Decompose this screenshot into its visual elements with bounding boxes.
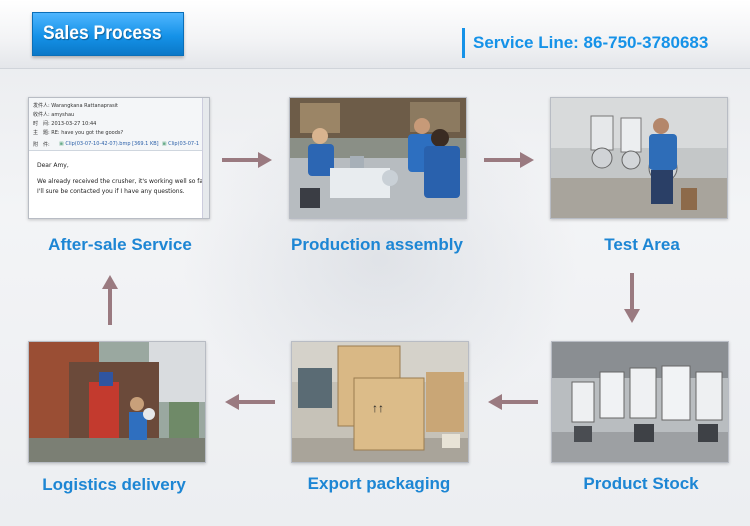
email-header: 发件人: Warangkana Rattanaprasit 收件人: amysh…: [29, 98, 209, 151]
product-stock-photo: [551, 341, 729, 463]
step-label-product-stock: Product Stock: [583, 474, 699, 493]
attachment-icon: ▣: [59, 141, 64, 147]
step-label-production-assembly: Production assembly: [291, 235, 463, 254]
arrow-right-icon: [484, 152, 534, 168]
arrow-up-icon: [102, 275, 118, 325]
arrow-down-icon: [624, 273, 640, 323]
arrow-left-icon: [225, 394, 275, 410]
email-body-line-2: I'll sure be contacted you if I have any…: [37, 188, 185, 195]
test-area-photo: [550, 97, 728, 219]
production-assembly-photo: [289, 97, 467, 219]
step-label-after-sale-service: After-sale Service: [48, 235, 192, 254]
service-line-text: Service Line: 86-750-3780683: [473, 33, 709, 52]
arrow-right-icon: [222, 152, 272, 168]
email-time-label: 时 间:: [33, 121, 50, 127]
email-attach-1[interactable]: Clip(03-07-10-42-07).bmp [369.1 KB]: [65, 141, 159, 147]
attachment-icon: ▣: [161, 141, 167, 147]
email-subject-value: RE: have you got the goods?: [51, 130, 124, 136]
email-subject-label: 主 题:: [33, 130, 50, 136]
email-attach-2[interactable]: Clip(03-07-1: [168, 141, 200, 147]
arrow-left-icon: [488, 394, 538, 410]
email-to-value: amyshau: [51, 112, 75, 118]
svg-text:↑↑: ↑↑: [372, 401, 384, 415]
email-attachments[interactable]: ▣ Clip(03-07-10-42-07).bmp [369.1 KB] ▣ …: [59, 141, 199, 147]
step-label-test-area: Test Area: [604, 235, 680, 254]
email-to-label: 收件人:: [33, 112, 50, 118]
email-scrollbar[interactable]: [202, 98, 209, 218]
title-tab: Sales Process: [32, 12, 184, 56]
email-body-line-1: We already received the crusher, it's wo…: [37, 178, 207, 185]
after-sale-service-photo: 发件人: Warangkana Rattanaprasit 收件人: amysh…: [28, 97, 210, 219]
header-bar: Sales Process Service Line: 86-750-37806…: [0, 0, 750, 69]
email-time-value: 2013-03-27 10:44: [51, 121, 97, 127]
email-from-label: 发件人:: [33, 103, 50, 109]
email-from-value: Warangkana Rattanaprasit: [51, 103, 119, 109]
email-attach-label: 附 件:: [33, 142, 50, 148]
step-label-logistics-delivery: Logistics delivery: [42, 475, 186, 494]
service-divider: [462, 28, 465, 58]
logistics-delivery-photo: [28, 341, 206, 463]
page-title: Sales Process: [43, 23, 162, 44]
export-packaging-photo: ↑↑: [291, 341, 469, 463]
email-greeting: Dear Amy,: [37, 162, 69, 169]
step-label-export-packaging: Export packaging: [307, 474, 451, 493]
